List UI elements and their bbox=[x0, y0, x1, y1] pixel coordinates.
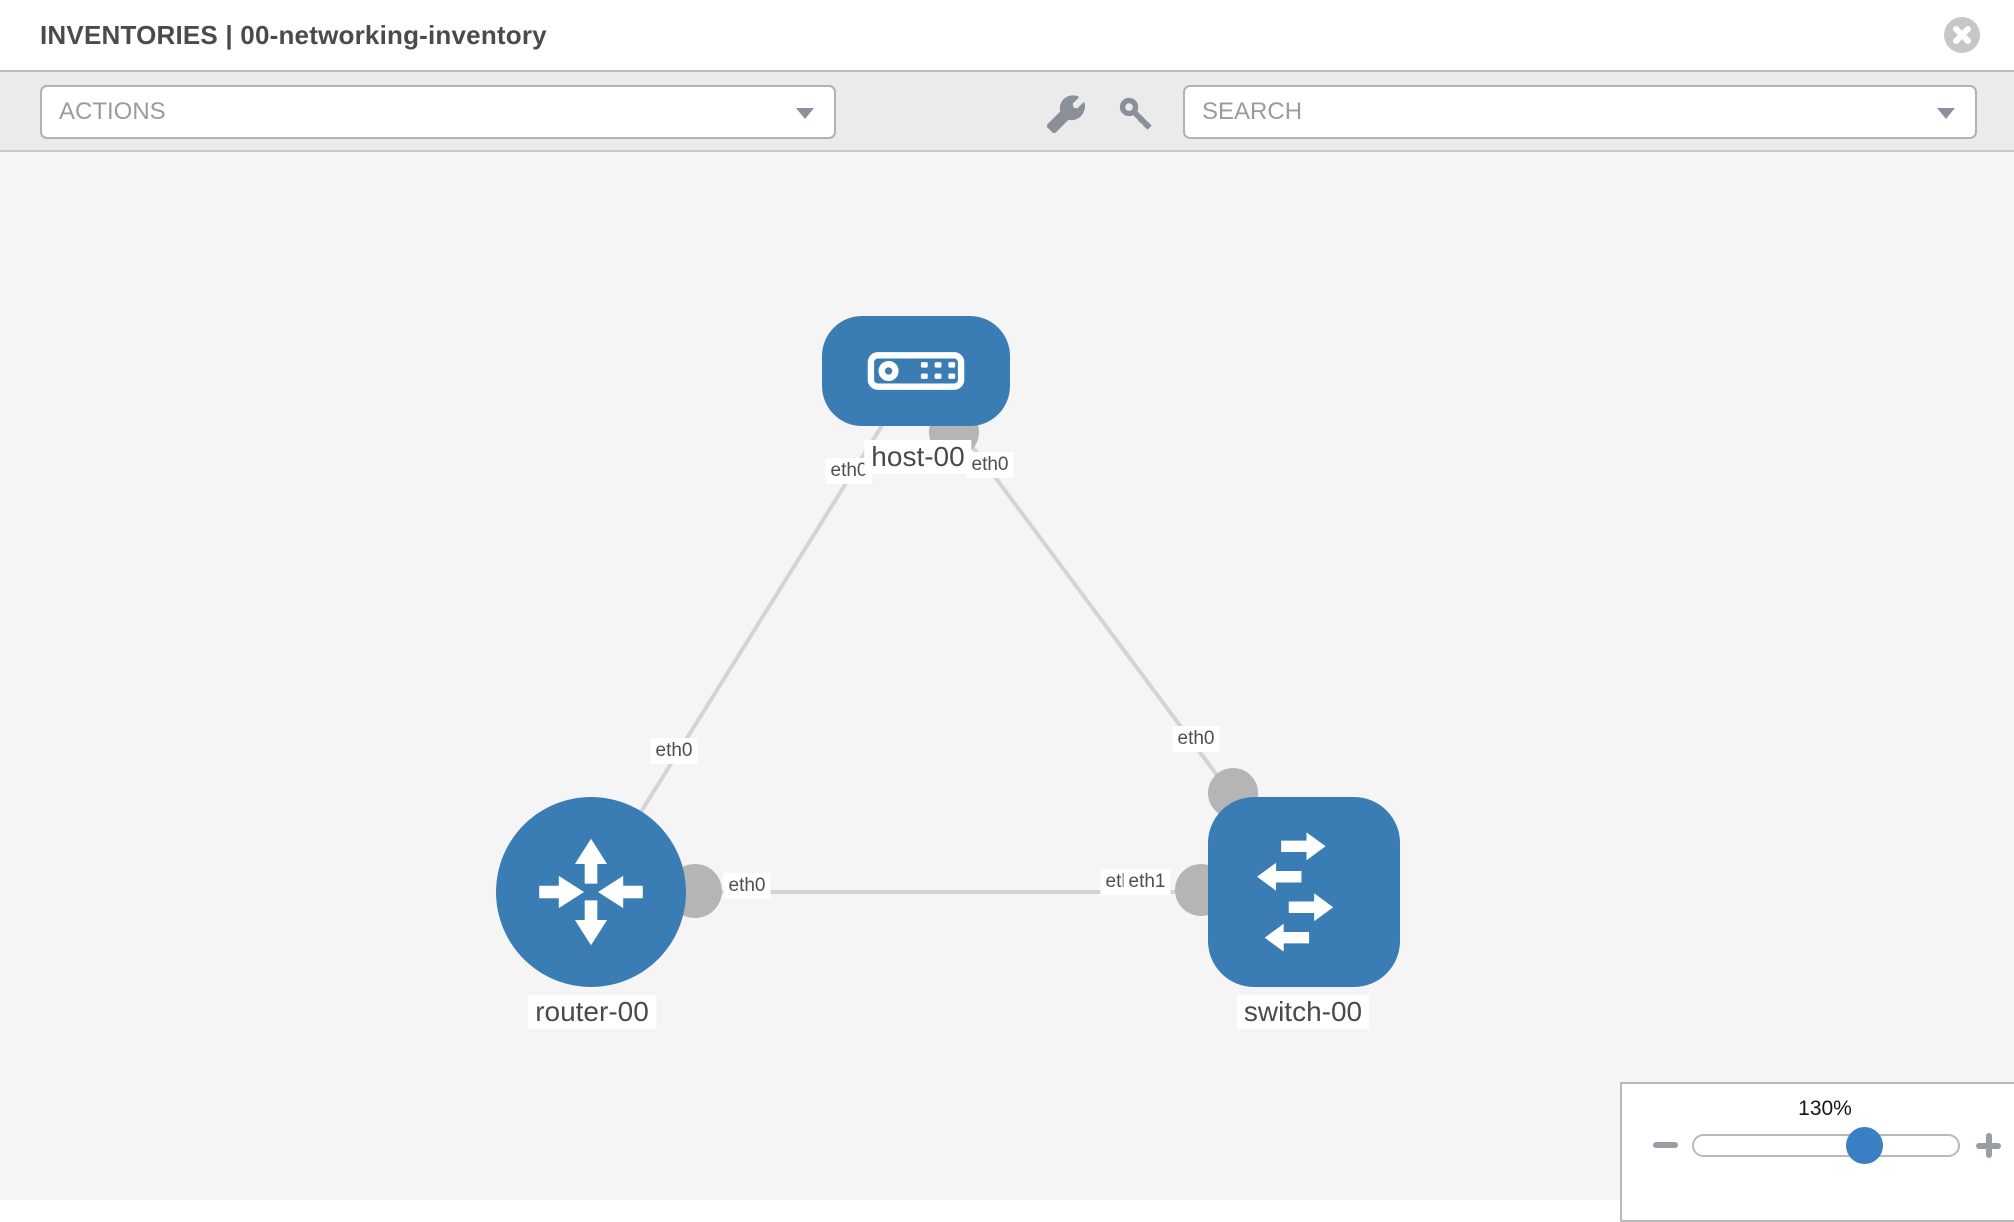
zoom-out-button[interactable] bbox=[1653, 1142, 1678, 1148]
key-icon bbox=[1117, 97, 1155, 137]
zoom-panel: 130% bbox=[1620, 1082, 2014, 1222]
node-label-switch-00: switch-00 bbox=[1236, 995, 1370, 1029]
page-title: INVENTORIES | 00-networking-inventory bbox=[40, 20, 547, 50]
host-icon bbox=[867, 350, 965, 392]
actions-dropdown-label: ACTIONS bbox=[59, 98, 166, 125]
zoom-slider-track[interactable] bbox=[1692, 1134, 1960, 1157]
close-button[interactable] bbox=[1944, 17, 1980, 53]
link-host-00-router-00[interactable] bbox=[589, 369, 918, 894]
chevron-down-icon bbox=[796, 108, 814, 119]
tools-button[interactable] bbox=[1046, 95, 1086, 134]
router-icon bbox=[521, 822, 661, 962]
node-label-router-00: router-00 bbox=[528, 995, 656, 1029]
interface-label: eth0 bbox=[723, 873, 771, 899]
chevron-down-icon bbox=[1937, 108, 1955, 119]
actions-dropdown[interactable]: ACTIONS bbox=[40, 85, 836, 139]
interface-label: eth1 bbox=[1123, 869, 1171, 895]
device-node-router-00[interactable] bbox=[496, 797, 686, 987]
wrench-icon bbox=[1046, 95, 1086, 137]
zoom-slider-thumb[interactable] bbox=[1846, 1127, 1883, 1164]
credentials-button[interactable] bbox=[1117, 95, 1155, 133]
interface-label: eth0 bbox=[966, 452, 1014, 478]
interface-label: eth0 bbox=[650, 738, 698, 764]
zoom-in-button[interactable] bbox=[1976, 1133, 2001, 1158]
interface-label: eth0 bbox=[1172, 726, 1220, 752]
search-dropdown-label: SEARCH bbox=[1202, 98, 1303, 125]
header-bar: INVENTORIES | 00-networking-inventory bbox=[0, 0, 2014, 70]
search-dropdown[interactable]: SEARCH bbox=[1183, 85, 1977, 139]
zoom-level-label: 130% bbox=[1798, 1097, 1852, 1120]
device-node-switch-00[interactable] bbox=[1208, 797, 1400, 987]
node-label-host-00: host-00 bbox=[864, 440, 972, 474]
toolbar: ACTIONS SEARCH bbox=[0, 70, 2014, 152]
topology-graph bbox=[589, 369, 1306, 918]
topology-canvas[interactable]: 130% host-00 router-00 switch-00 eth0 eth0… bbox=[0, 152, 2014, 1222]
device-node-host-00[interactable] bbox=[822, 316, 1010, 426]
switch-icon bbox=[1238, 831, 1370, 953]
